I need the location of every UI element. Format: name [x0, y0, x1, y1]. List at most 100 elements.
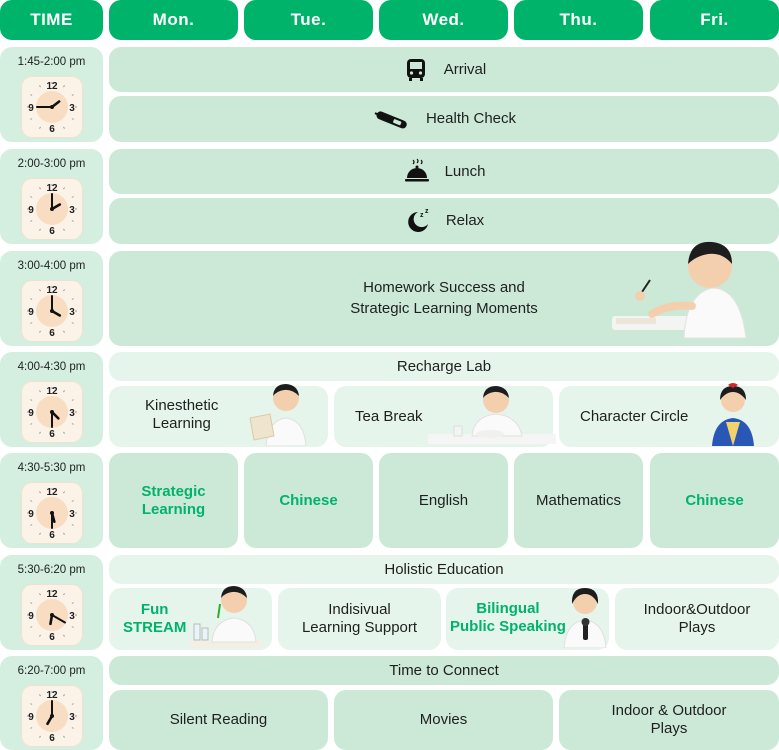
food-cloche-icon	[403, 158, 431, 186]
time-label: 5:30-6:20 pm	[17, 564, 86, 576]
clock-number: 12	[46, 690, 58, 701]
clock-tick	[62, 491, 65, 494]
activity-health-check: Health Check	[109, 96, 779, 142]
clock-number: 9	[28, 307, 34, 318]
clock-tick	[38, 390, 41, 393]
activity-label: Tea Break	[355, 407, 423, 425]
clock-number: 3	[69, 307, 75, 318]
clock-number: 9	[28, 712, 34, 723]
clock-tick	[71, 602, 74, 604]
clock-tick	[62, 85, 65, 88]
time-label: 4:00-4:30 pm	[17, 361, 86, 373]
activity-label: Learning	[141, 500, 206, 518]
clock-tick	[38, 85, 41, 88]
activity-bilingual-public-speaking: Bilingual Public Speaking	[446, 588, 609, 650]
clock-tick	[29, 524, 32, 526]
header-day-label: Wed.	[422, 10, 465, 29]
header-day-mon: Mon.	[109, 0, 238, 40]
header-day-tue: Tue.	[244, 0, 373, 40]
header-day-label: Tue.	[290, 10, 327, 29]
clock-tick	[71, 524, 74, 526]
clock-center	[49, 309, 54, 313]
clock-number: 6	[49, 530, 55, 541]
activity-label: Arrival	[443, 60, 487, 78]
clock-tick	[29, 118, 32, 120]
activity-label: Silent Reading	[169, 711, 268, 728]
clock-number: 9	[28, 103, 34, 114]
clock-tick	[38, 735, 41, 738]
clock-number: 3	[69, 611, 75, 622]
activity-label: Indisivual	[328, 601, 391, 618]
boy-eating-image	[428, 384, 556, 446]
clock-center	[49, 410, 54, 414]
clock-tick	[71, 703, 74, 705]
activity-label: Learning Support	[301, 619, 418, 636]
clock-number: 6	[49, 328, 55, 339]
activity-label: STREAM	[123, 619, 187, 636]
clock-number: 6	[49, 226, 55, 237]
activity-label: Strategic Learning Moments	[350, 300, 538, 317]
boy-experiment-image	[190, 584, 262, 648]
clock-tick	[29, 94, 32, 96]
clock-number: 3	[69, 408, 75, 419]
header-day-label: Thu.	[559, 10, 598, 29]
activity-label: Chinese	[685, 491, 744, 509]
clock-minute-hand	[50, 614, 66, 624]
time-label: 1:45-2:00 pm	[17, 56, 86, 68]
clock-tick	[71, 500, 74, 502]
clock-number: 6	[49, 124, 55, 135]
clock-tick	[71, 220, 74, 222]
activity-label: Recharge Lab	[396, 357, 492, 375]
header-day-thu: Thu.	[514, 0, 643, 40]
header-day-wed: Wed.	[379, 0, 508, 40]
activity-holistic-education: Holistic Education	[109, 555, 779, 584]
clock-number: 6	[49, 733, 55, 744]
activity-label: Strategic	[141, 482, 206, 500]
clock-tick	[62, 593, 65, 596]
svg-text:z: z	[425, 208, 429, 215]
clock-number: 12	[46, 81, 58, 92]
header-time-label: TIME	[30, 10, 73, 29]
activity-label: Holistic Education	[384, 560, 504, 578]
clock-tick	[29, 500, 32, 502]
clock-tick	[71, 322, 74, 324]
activity-fri-chinese: Chinese	[650, 453, 779, 548]
clock-center	[49, 511, 54, 515]
clock-tick	[71, 399, 74, 401]
activity-lunch: Lunch	[109, 149, 779, 194]
activity-movies: Movies	[334, 690, 553, 750]
clock-number: 12	[46, 589, 58, 600]
thermometer-icon	[372, 105, 412, 133]
header-day-label: Fri.	[700, 10, 729, 29]
clock-tick	[62, 431, 65, 434]
boy-reading-image	[248, 382, 310, 447]
activity-recharge-lab: Recharge Lab	[109, 352, 779, 381]
header-day-fri: Fri.	[650, 0, 779, 40]
time-label: 4:30-5:30 pm	[17, 462, 86, 474]
clock-tick	[38, 126, 41, 129]
clock-tick	[29, 220, 32, 222]
activity-label: Bilingual	[476, 600, 540, 617]
bus-icon	[402, 56, 430, 84]
activity-label: English	[418, 491, 469, 509]
clock-center	[49, 207, 54, 211]
svg-text:z: z	[420, 212, 424, 219]
clock-tick	[38, 634, 41, 637]
activity-wed-english: English	[379, 453, 508, 548]
girl-costume-image	[708, 382, 758, 446]
activity-time-to-connect: Time to Connect	[109, 656, 779, 685]
clock-tick	[29, 298, 32, 300]
clock-tick	[38, 289, 41, 292]
clock-tick	[38, 228, 41, 231]
clock-number: 6	[49, 632, 55, 643]
activity-label: Indoor&Outdoor	[643, 601, 751, 618]
activity-label: Movies	[419, 711, 468, 728]
